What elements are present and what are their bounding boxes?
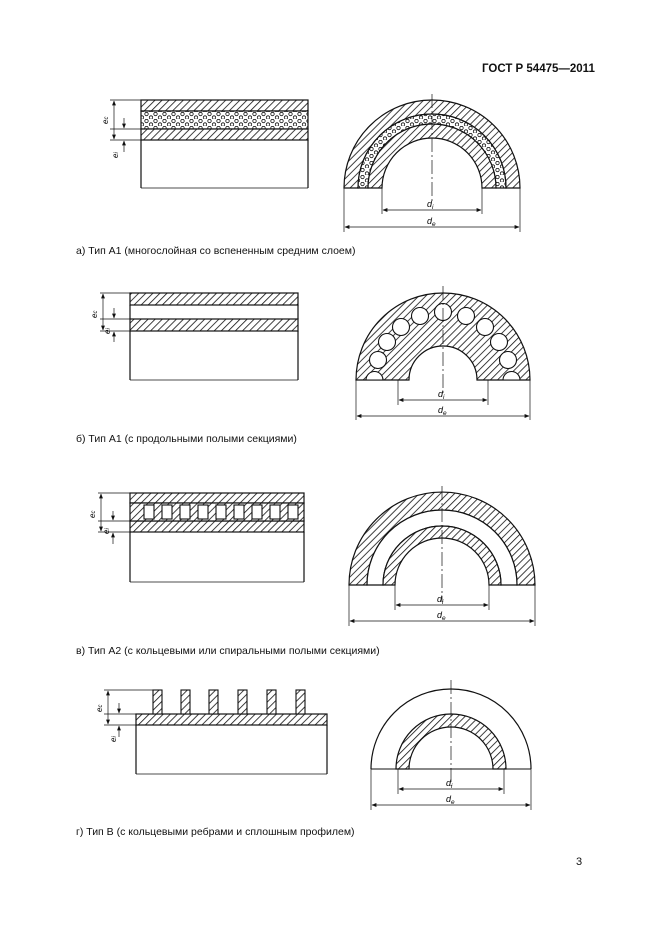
svg-text:ei: ei — [111, 152, 120, 158]
figure-a-caption: а) Тип А1 (многослойная со вспененным ср… — [76, 245, 356, 257]
svg-text:ei: ei — [109, 736, 118, 742]
figure-d-cross-section: di de — [370, 680, 532, 810]
figure-c-section: ec ei — [88, 492, 305, 583]
svg-text:ec: ec — [90, 311, 99, 318]
document-header: ГОСТ Р 54475—2011 — [482, 63, 595, 75]
svg-text:de: de — [437, 610, 446, 622]
svg-text:ei: ei — [102, 528, 111, 534]
svg-text:di: di — [446, 778, 453, 790]
svg-text:de: de — [446, 794, 455, 806]
figure-b-section: ec ei — [90, 292, 299, 381]
figure-c-cross-section: di de — [348, 486, 536, 626]
svg-text:de: de — [427, 216, 436, 228]
figure-a-section: ec ei — [101, 99, 309, 189]
svg-text:de: de — [438, 405, 447, 417]
figure-b-cross-section: di de — [355, 286, 531, 420]
svg-text:ec: ec — [88, 511, 97, 518]
figure-a-cross-section: di de — [343, 94, 521, 232]
figure-d-caption: г) Тип В (с кольцевыми ребрами и сплошны… — [76, 826, 355, 838]
svg-text:di: di — [438, 389, 445, 401]
svg-text:ec: ec — [95, 705, 104, 712]
svg-text:ei: ei — [103, 328, 112, 334]
figure-d-section: ec ei — [95, 689, 328, 775]
page-number: 3 — [576, 856, 583, 868]
figure-c-caption: в) Тип А2 (с кольцевыми или спиральными … — [76, 645, 380, 657]
svg-text:di: di — [437, 594, 444, 606]
svg-text:di: di — [427, 199, 434, 211]
figure-b-caption: б) Тип А1 (с продольными полыми секциями… — [76, 433, 297, 445]
svg-text:ec: ec — [101, 117, 110, 124]
